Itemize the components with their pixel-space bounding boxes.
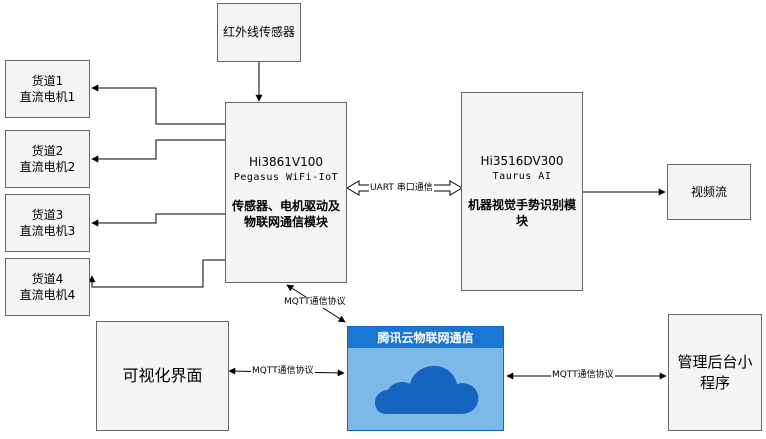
arrow-hi3861-to-lane4 — [88, 259, 225, 288]
lane2-motor: 直流电机2 — [19, 160, 76, 174]
lane1-title: 货道1 — [31, 73, 64, 88]
lane1-box: 货道1 直流电机1 — [5, 60, 90, 118]
hi3861-desc-line2: 物联网通信模块 — [243, 215, 328, 230]
hi3516-chip: Hi3516DV300 — [480, 154, 564, 169]
hi3516-desc-line1: 机器视觉手势识别模 — [467, 198, 576, 213]
video-stream-label: 视频流 — [690, 184, 727, 199]
admin-label-line2: 程序 — [699, 373, 730, 392]
lane4-title: 货道4 — [31, 271, 64, 286]
hi3861-box: Hi3861V100 Pegasus WiFi-IoT 传感器、电机驱动及 物联… — [225, 102, 347, 283]
hi3861-chip: Hi3861V100 — [248, 155, 323, 170]
lane2-box: 货道2 直流电机2 — [5, 130, 90, 188]
admin-label-line1: 管理后台小 — [677, 353, 753, 372]
admin-miniprogram-box: 管理后台小 程序 — [668, 314, 762, 431]
lane3-title: 货道3 — [31, 207, 64, 222]
video-stream-box: 视频流 — [667, 164, 751, 220]
hi3516-desc-line2: 块 — [515, 214, 528, 229]
arrow-hi3861-to-lane3 — [91, 213, 225, 227]
ir-sensor-label: 红外线传感器 — [222, 25, 295, 40]
visual-ui-label: 可视化界面 — [122, 366, 203, 386]
uart-label: UART 串口通信 — [369, 183, 434, 194]
hi3861-board: Pegasus WiFi-IoT — [233, 171, 339, 183]
tencent-cloud-title: 腾讯云物联网通信 — [377, 331, 474, 345]
ir-sensor-box: 红外线传感器 — [217, 3, 301, 62]
hi3861-desc-line1: 传感器、电机驱动及 — [231, 199, 340, 214]
lane4-motor: 直流电机4 — [19, 288, 76, 302]
mqtt-label-left: MQTT通信协议 — [251, 366, 315, 377]
tencent-cloud-iot-box: 腾讯云物联网通信 — [347, 326, 504, 431]
cloud-icon — [374, 365, 479, 414]
lane3-box: 货道3 直流电机3 — [5, 194, 90, 252]
mqtt-label-right: MQTT通信协议 — [551, 370, 615, 381]
lane4-box: 货道4 直流电机4 — [5, 258, 90, 316]
visual-ui-box: 可视化界面 — [96, 321, 229, 431]
lane3-motor: 直流电机3 — [19, 224, 76, 238]
lane2-title: 货道2 — [31, 143, 64, 158]
lane1-motor: 直流电机1 — [19, 90, 76, 104]
arrow-hi3861-to-lane2 — [91, 139, 225, 163]
arrow-hi3861-to-lane1 — [91, 84, 225, 125]
mqtt-label-top: MQTT通信协议 — [283, 297, 347, 308]
tencent-cloud-header: 腾讯云物联网通信 — [348, 327, 503, 348]
hi3516-box: Hi3516DV300 Taurus AI 机器视觉手势识别模 块 — [461, 92, 583, 291]
hi3516-board: Taurus AI — [492, 170, 552, 182]
